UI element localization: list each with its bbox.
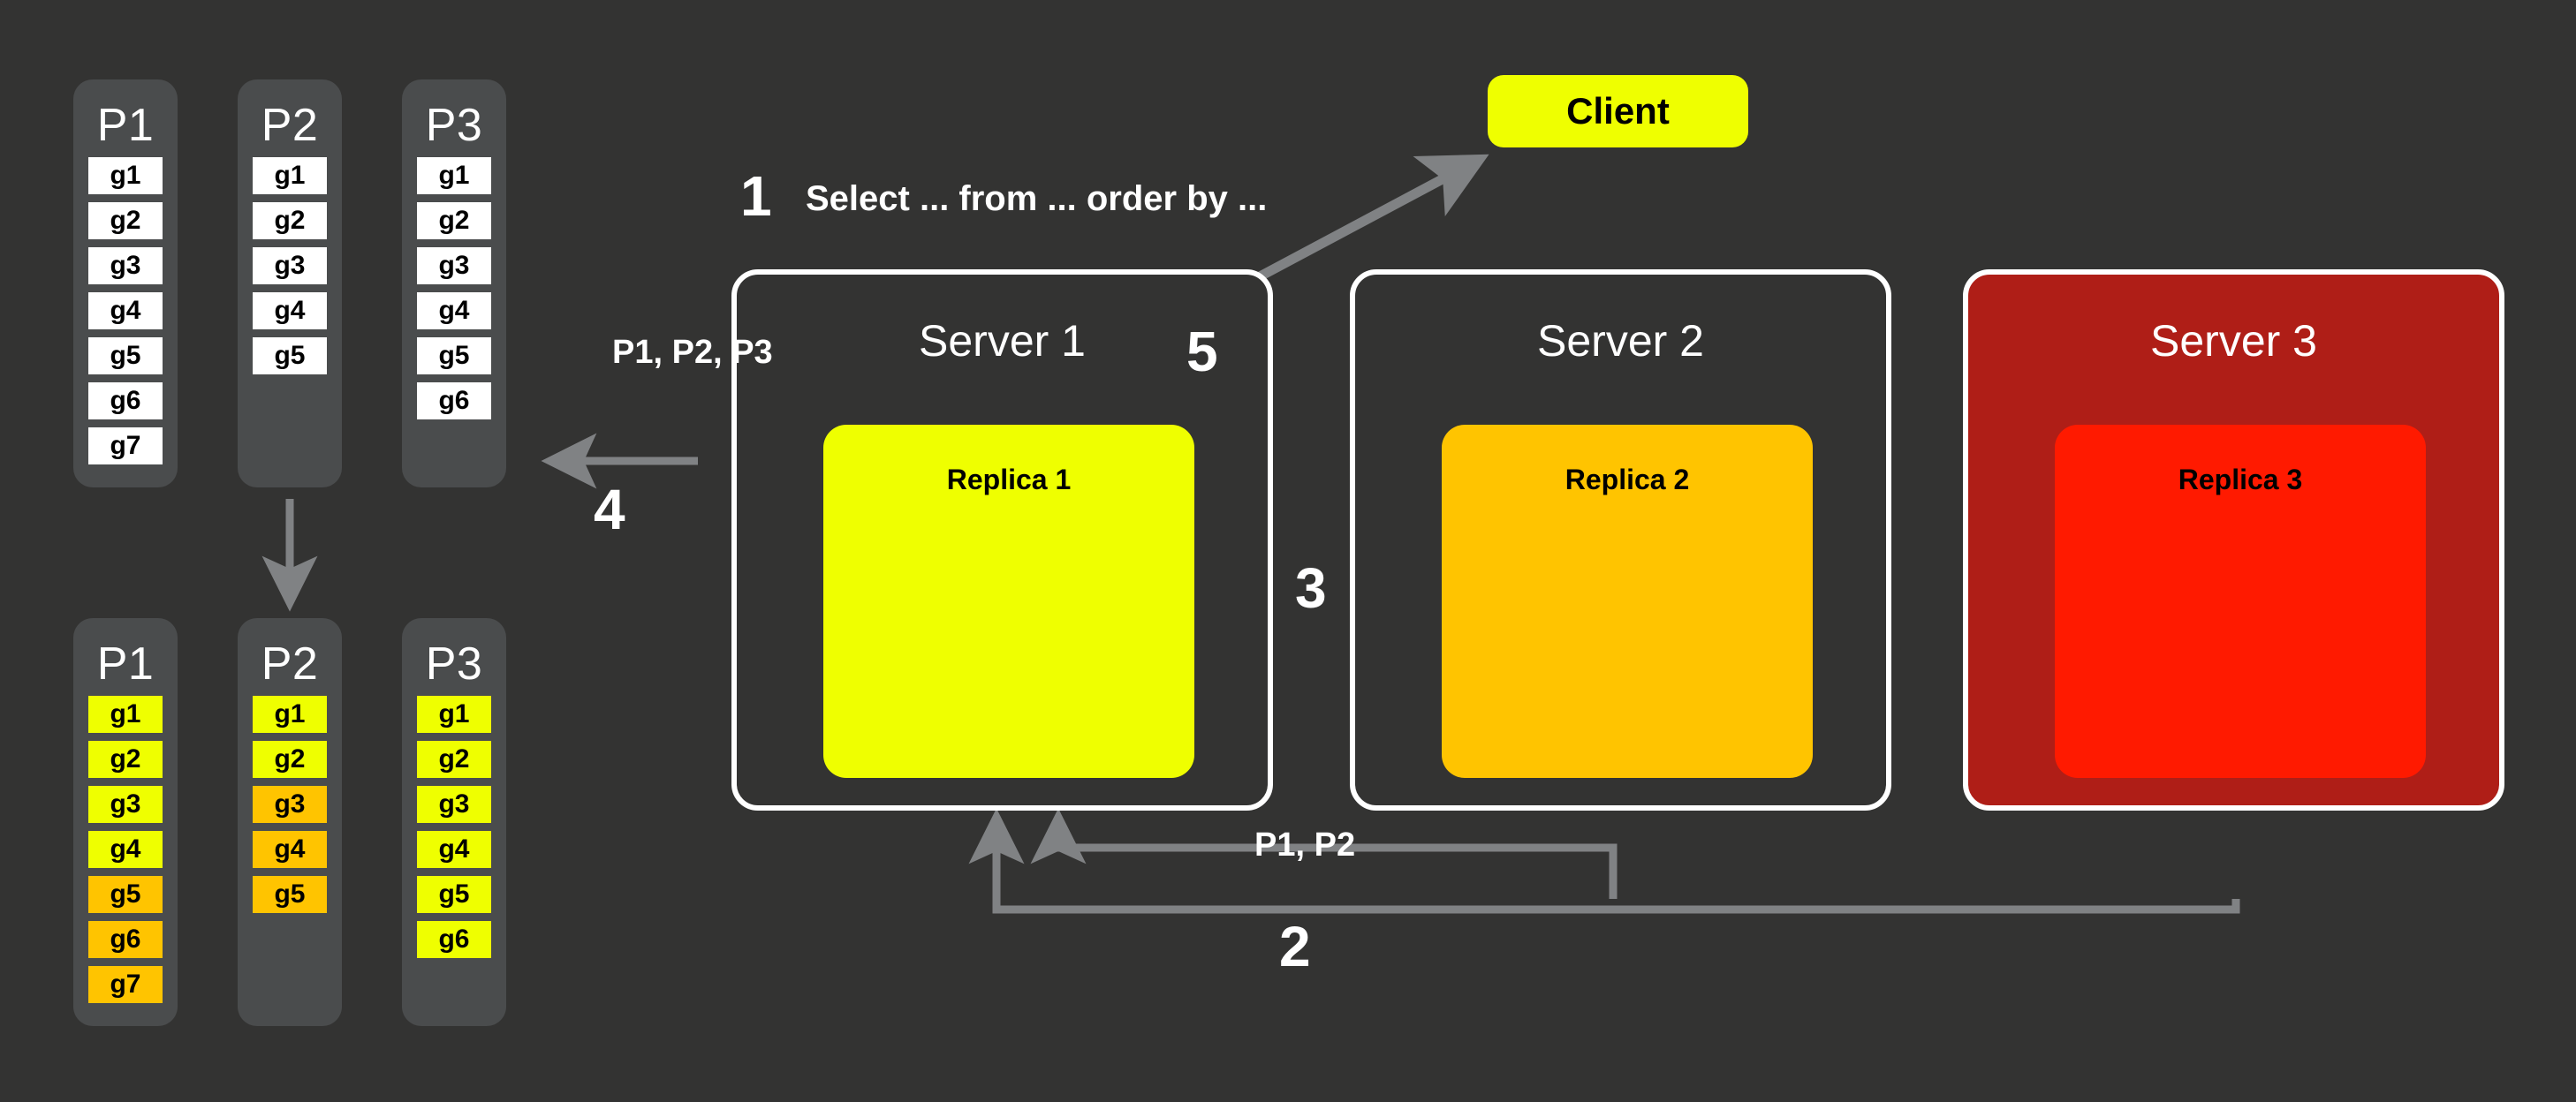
query-text: Select ... from ... order by ... [806, 179, 1268, 218]
partition-cell: g2 [253, 202, 327, 239]
server-3[interactable]: Server 3 Replica 3 [1963, 269, 2504, 811]
partition-cell: g6 [417, 382, 491, 419]
partition-cell: g4 [88, 831, 163, 868]
partition-bottom-p2: P2 g1 g2 g3 g4 g5 [238, 618, 342, 1026]
server-title: Server 2 [1537, 316, 1704, 366]
partition-top-p3: P3 g1 g2 g3 g4 g5 g6 [402, 79, 506, 487]
partition-cell: g5 [253, 876, 327, 913]
partition-cell: g1 [417, 157, 491, 194]
partition-cells: g1 g2 g3 g4 g5 [238, 157, 342, 382]
partition-bottom-p1: P1 g1 g2 g3 g4 g5 g6 g7 [73, 618, 178, 1026]
partition-title: P1 [96, 100, 155, 151]
step-number-5: 5 [1186, 320, 1218, 383]
client-node[interactable]: Client [1488, 75, 1748, 147]
step-number-4: 4 [594, 478, 625, 541]
label-partitions-all: P1, P2, P3 [612, 334, 773, 371]
partition-cell: g3 [253, 247, 327, 284]
partition-cells: g1 g2 g3 g4 g5 g6 [402, 157, 506, 427]
partition-cell: g7 [88, 427, 163, 464]
partition-title: P3 [425, 638, 483, 690]
partition-cell: g5 [417, 876, 491, 913]
replica-label: Replica 1 [946, 464, 1072, 495]
partition-cell: g2 [253, 741, 327, 778]
client-label: Client [1566, 90, 1670, 132]
partition-cell: g2 [417, 741, 491, 778]
partition-cell: g4 [417, 292, 491, 329]
partition-cell: g2 [88, 741, 163, 778]
partition-cell: g6 [417, 921, 491, 958]
partition-cells: g1 g2 g3 g4 g5 g6 g7 [73, 157, 178, 472]
partition-top-p2: P2 g1 g2 g3 g4 g5 [238, 79, 342, 487]
replica-3[interactable]: Replica 3 [2055, 425, 2426, 778]
partition-cell: g6 [88, 382, 163, 419]
partition-cell: g5 [417, 337, 491, 374]
partition-cell: g5 [253, 337, 327, 374]
partition-cell: g4 [417, 831, 491, 868]
replica-2[interactable]: Replica 2 [1442, 425, 1813, 778]
partition-cell: g3 [88, 247, 163, 284]
partition-cell: g2 [417, 202, 491, 239]
partition-cell: g5 [88, 337, 163, 374]
partition-cell: g1 [417, 696, 491, 733]
server-1[interactable]: Server 1 Replica 1 [731, 269, 1273, 811]
replica-label: Replica 2 [1565, 464, 1690, 495]
partition-title: P2 [261, 100, 319, 151]
partition-cell: g3 [88, 786, 163, 823]
partition-cell: g4 [88, 292, 163, 329]
step-number-3: 3 [1295, 556, 1327, 620]
partition-cell: g4 [253, 292, 327, 329]
partition-cell: g3 [417, 786, 491, 823]
replica-label: Replica 3 [2178, 464, 2303, 495]
partition-cell: g1 [88, 696, 163, 733]
partition-title: P2 [261, 638, 319, 690]
partition-cell: g1 [88, 157, 163, 194]
replica-1[interactable]: Replica 1 [823, 425, 1194, 778]
partition-top-p1: P1 g1 g2 g3 g4 g5 g6 g7 [73, 79, 178, 487]
partition-title: P1 [96, 638, 155, 690]
partition-cell: g5 [88, 876, 163, 913]
label-partitions-p1p2: P1, P2 [1254, 826, 1356, 864]
partition-cells: g1 g2 g3 g4 g5 [238, 696, 342, 921]
partition-cells: g1 g2 g3 g4 g5 g6 g7 [73, 696, 178, 1011]
partition-bottom-p3: P3 g1 g2 g3 g4 g5 g6 [402, 618, 506, 1026]
server-title: Server 1 [919, 316, 1086, 366]
partition-cell: g3 [417, 247, 491, 284]
partition-cell: g7 [88, 966, 163, 1003]
server-title: Server 3 [2150, 316, 2317, 366]
partition-cell: g4 [253, 831, 327, 868]
step-number-1: 1 [740, 164, 772, 228]
partition-cell: g2 [88, 202, 163, 239]
partition-cell: g6 [88, 921, 163, 958]
step-number-2: 2 [1279, 915, 1311, 978]
partition-cell: g1 [253, 696, 327, 733]
partition-cell: g1 [253, 157, 327, 194]
partition-title: P3 [425, 100, 483, 151]
arrow-step-2-server3-to-server1 [968, 808, 2240, 914]
partition-cells: g1 g2 g3 g4 g5 g6 [402, 696, 506, 966]
server-2[interactable]: Server 2 Replica 2 [1350, 269, 1891, 811]
partition-cell: g3 [253, 786, 327, 823]
